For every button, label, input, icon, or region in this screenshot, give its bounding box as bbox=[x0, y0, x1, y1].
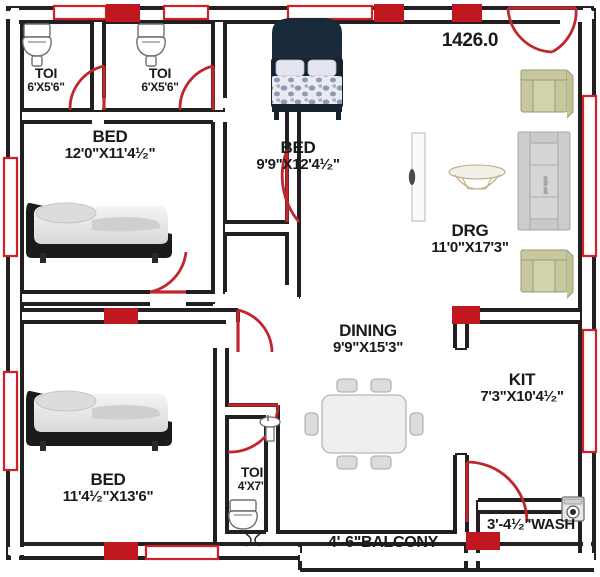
room-label-toilet-top-left: TOI 6'X5'6" bbox=[27, 65, 65, 94]
window-top-1 bbox=[52, 4, 108, 21]
window-left-2 bbox=[2, 370, 19, 472]
door-toilet-2 bbox=[178, 64, 214, 111]
room-label-drawing-room: DRG 11'0"X17'3" bbox=[431, 221, 509, 256]
sofa-icon: sofa set bbox=[517, 131, 571, 231]
dining-table-icon bbox=[304, 378, 424, 470]
toilet-icon-top-middle bbox=[136, 23, 166, 67]
door-bedroom-left-top bbox=[149, 251, 188, 294]
room-label-bedroom-middle-top: BED 9'9"X12'4¹⁄₂" bbox=[256, 138, 340, 173]
washing-machine-icon bbox=[561, 496, 585, 522]
armchair-icon-bottom bbox=[520, 249, 574, 299]
window-top-3 bbox=[286, 4, 374, 21]
door-bedroom-left-bottom bbox=[237, 308, 274, 353]
pillar-drg-bottom bbox=[452, 306, 480, 324]
window-left-1 bbox=[2, 156, 19, 258]
window-right-2 bbox=[581, 328, 598, 454]
door-bedroom-middle bbox=[280, 149, 301, 223]
bed-icon-left-top-bedroom bbox=[26, 202, 172, 263]
windows-layer bbox=[2, 4, 598, 561]
pillar-top-3 bbox=[452, 4, 482, 22]
pillar-wash bbox=[466, 532, 500, 550]
bed-icon-middle-bedroom bbox=[271, 18, 343, 120]
doors-layer bbox=[68, 6, 578, 523]
door-kitchen bbox=[466, 460, 529, 523]
door-toilet-1 bbox=[68, 64, 105, 111]
room-label-toilet-top-mid: TOI 6'X5'6" bbox=[141, 65, 179, 94]
window-bottom-1 bbox=[144, 544, 220, 561]
room-label-kitchen: KIT 7'3"X10'4¹⁄₂" bbox=[480, 370, 564, 405]
toilet-icon-bottom-toilet bbox=[228, 499, 258, 530]
tv-unit-icon bbox=[408, 132, 426, 222]
toilet-icon-top-left bbox=[22, 23, 52, 67]
pillar-mid-left bbox=[104, 308, 138, 324]
window-top-2 bbox=[162, 4, 210, 21]
room-label-bedroom-left-top: BED 12'0"X11'4¹⁄₂" bbox=[64, 127, 156, 162]
pillar-bottom-1 bbox=[104, 542, 138, 560]
pillar-top-2 bbox=[374, 4, 404, 22]
door-entrance-right bbox=[551, 7, 578, 54]
armchair-icon-top bbox=[520, 69, 574, 119]
balcony-label: 4'-6"BALCONY bbox=[327, 534, 439, 551]
room-label-dining: DINING 9'9"X15'3" bbox=[332, 321, 404, 356]
wash-label: 3'-4¹⁄₂"WASH bbox=[487, 516, 575, 533]
pillar-top-1 bbox=[106, 4, 140, 22]
total-area-label: 1426.0 bbox=[441, 30, 499, 51]
svg-text:sofa set: sofa set bbox=[542, 176, 548, 194]
pillars-layer bbox=[104, 4, 500, 560]
sink-icon-bottom-toilet bbox=[259, 415, 281, 442]
room-label-bedroom-left-bottom: BED 11'4¹⁄₂"X13'6" bbox=[62, 470, 154, 505]
window-right-1 bbox=[581, 94, 598, 258]
bed-icon-left-bottom-bedroom bbox=[26, 390, 172, 451]
coffee-table-icon bbox=[448, 164, 506, 190]
room-label-toilet-bottom-mid: TOI 4'X7" bbox=[237, 464, 267, 493]
balcony-detail bbox=[245, 533, 261, 547]
door-toilet-bottom bbox=[227, 404, 280, 454]
door-entrance-left bbox=[506, 7, 553, 54]
